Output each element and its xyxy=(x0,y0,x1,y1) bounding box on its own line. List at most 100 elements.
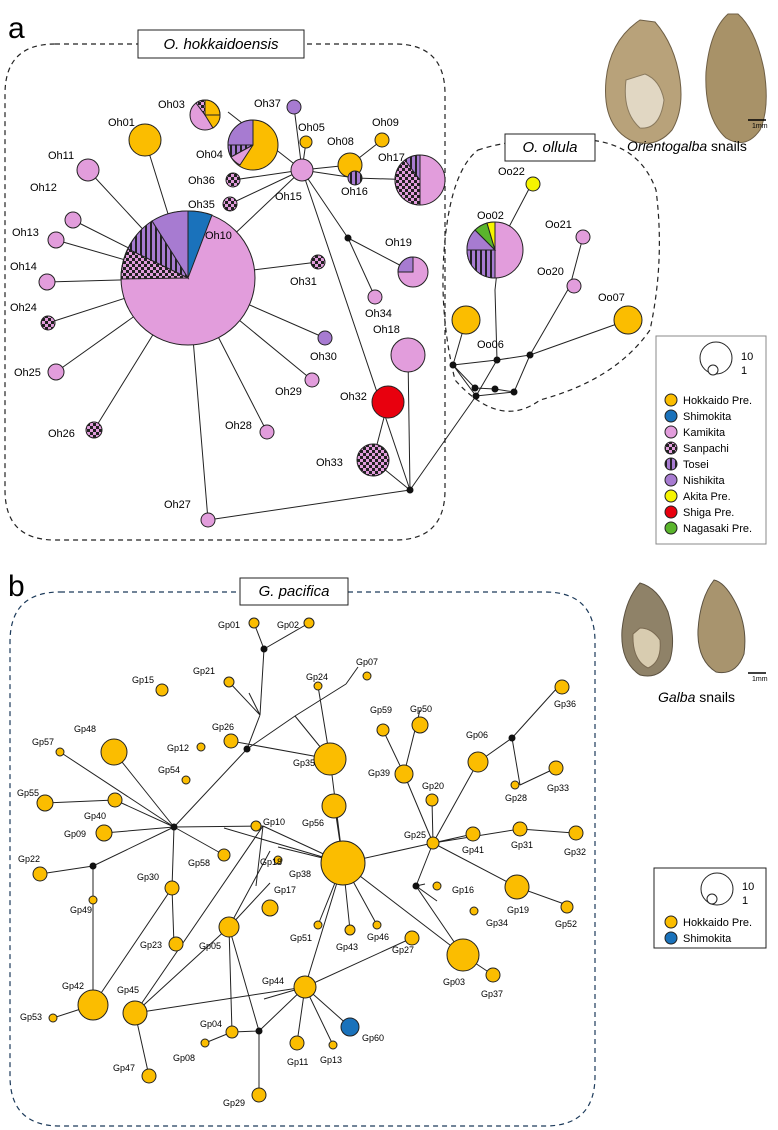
node-gp47 xyxy=(141,1068,157,1084)
label-oo06: Oo06 xyxy=(477,339,504,351)
node-oh30 xyxy=(317,330,333,346)
node-labels-a: Oh01 Oh03 Oh04 Oh05 Oh08 Oh09 Oh10 Oh11 … xyxy=(10,98,625,511)
label-gp23: Gp23 xyxy=(140,940,162,950)
label-oh33: Oh33 xyxy=(316,457,343,469)
node-gp53 xyxy=(48,1013,58,1023)
legend-a-size-1: 1 xyxy=(741,365,747,377)
node-gp59 xyxy=(376,723,390,737)
node-oh03 xyxy=(189,99,221,131)
label-gp60: Gp60 xyxy=(362,1033,384,1043)
label-oh15: Oh15 xyxy=(275,191,302,203)
label-oh31: Oh31 xyxy=(290,276,317,288)
label-gp40: Gp40 xyxy=(84,811,106,821)
label-gp02: Gp02 xyxy=(277,620,299,630)
label-gp47: Gp47 xyxy=(113,1063,135,1073)
node-oh04 xyxy=(227,119,279,171)
node-gp39 xyxy=(394,764,414,784)
label-gp41: Gp41 xyxy=(462,845,484,855)
node-gp18 xyxy=(273,855,283,865)
node-gp16 xyxy=(432,881,442,891)
node-gp33 xyxy=(548,760,564,776)
shell-dorsal-view-b xyxy=(697,579,746,674)
label-gp07: Gp07 xyxy=(356,657,378,667)
node-oh34 xyxy=(367,289,383,305)
node-gp19 xyxy=(504,874,530,900)
label-gp45: Gp45 xyxy=(117,985,139,995)
orientogalba-shell-images: 1mm Orientogalba snails xyxy=(605,13,768,154)
node-gp12 xyxy=(196,742,206,752)
node-gp04 xyxy=(225,1025,239,1039)
node-oo07 xyxy=(613,305,643,335)
node-gp50 xyxy=(411,716,429,734)
label-gp09: Gp09 xyxy=(64,829,86,839)
label-gp53: Gp53 xyxy=(20,1012,42,1022)
legend-a-nishikita: Nishikita xyxy=(683,475,725,487)
label-oh01: Oh01 xyxy=(108,117,135,129)
label-gp59: Gp59 xyxy=(370,705,392,715)
node-gp06 xyxy=(467,751,489,773)
label-gp21: Gp21 xyxy=(193,666,215,676)
node-gp11 xyxy=(289,1035,305,1051)
label-oh04: Oh04 xyxy=(196,149,223,161)
galba-shell-images: 1mm Galba snails xyxy=(621,579,768,705)
node-gp57 xyxy=(55,747,65,757)
node-gp38 xyxy=(320,840,366,886)
label-gp15: Gp15 xyxy=(132,675,154,685)
label-oh26: Oh26 xyxy=(48,428,75,440)
scale-bar-b: 1mm xyxy=(752,676,768,683)
edges-b xyxy=(39,622,575,1095)
legend-a: 10 1 Hokkaido Pre. Shimokita Kamikita Sa… xyxy=(655,335,767,545)
label-oh36: Oh36 xyxy=(188,175,215,187)
label-gp01: Gp01 xyxy=(218,620,240,630)
label-oh30: Oh30 xyxy=(310,351,337,363)
label-gp43: Gp43 xyxy=(336,942,358,952)
node-gp05 xyxy=(218,916,240,938)
node-gp51 xyxy=(313,920,323,930)
node-gp44 xyxy=(293,975,317,999)
node-gp29 xyxy=(251,1087,267,1103)
label-gp51: Gp51 xyxy=(290,933,312,943)
label-gp10: Gp10 xyxy=(263,817,285,827)
node-oo22 xyxy=(525,176,541,192)
node-gp40 xyxy=(107,792,123,808)
legend-a-kamikita: Kamikita xyxy=(683,427,726,439)
label-gp54: Gp54 xyxy=(158,765,180,775)
label-oo07: Oo07 xyxy=(598,292,625,304)
node-gp03 xyxy=(446,938,480,972)
node-gp42 xyxy=(77,989,109,1021)
node-gp35 xyxy=(313,742,347,776)
panel-a: a O. hokkaidoensis O. ollula xyxy=(4,12,768,545)
ollula-label-box xyxy=(504,133,596,162)
label-gp55: Gp55 xyxy=(17,788,39,798)
label-gp16: Gp16 xyxy=(452,885,474,895)
median-vectors-b xyxy=(89,645,516,1035)
node-oo02 xyxy=(466,221,524,279)
label-gp04: Gp04 xyxy=(200,1019,222,1029)
median-vectors-a xyxy=(344,234,534,494)
node-gp45 xyxy=(122,1000,148,1026)
scale-bar-a: 1mm xyxy=(752,123,768,130)
node-oh25 xyxy=(47,363,65,381)
ollula-boundary xyxy=(442,138,660,412)
node-oh09 xyxy=(374,132,390,148)
label-gp27: Gp27 xyxy=(392,945,414,955)
node-gp55 xyxy=(36,794,54,812)
node-oo20 xyxy=(566,278,582,294)
node-oh19 xyxy=(397,256,429,288)
node-gp22 xyxy=(32,866,48,882)
node-gp41 xyxy=(465,826,481,842)
label-gp44: Gp44 xyxy=(262,976,284,986)
legend-b-size-1: 1 xyxy=(742,895,748,907)
node-oh01 xyxy=(128,123,162,157)
node-gp24 xyxy=(313,681,323,691)
label-gp18: Gp18 xyxy=(260,857,282,867)
node-gp26 xyxy=(223,733,239,749)
label-oh10: Oh10 xyxy=(205,230,232,242)
node-oh18 xyxy=(390,337,426,373)
node-gp20 xyxy=(425,793,439,807)
label-gp39: Gp39 xyxy=(368,768,390,778)
node-gp28 xyxy=(510,780,520,790)
label-gp05: Gp05 xyxy=(199,941,221,951)
node-labels-b: Gp01 Gp02 Gp03 Gp04 Gp05 Gp06 Gp07 Gp08 … xyxy=(17,620,586,1108)
